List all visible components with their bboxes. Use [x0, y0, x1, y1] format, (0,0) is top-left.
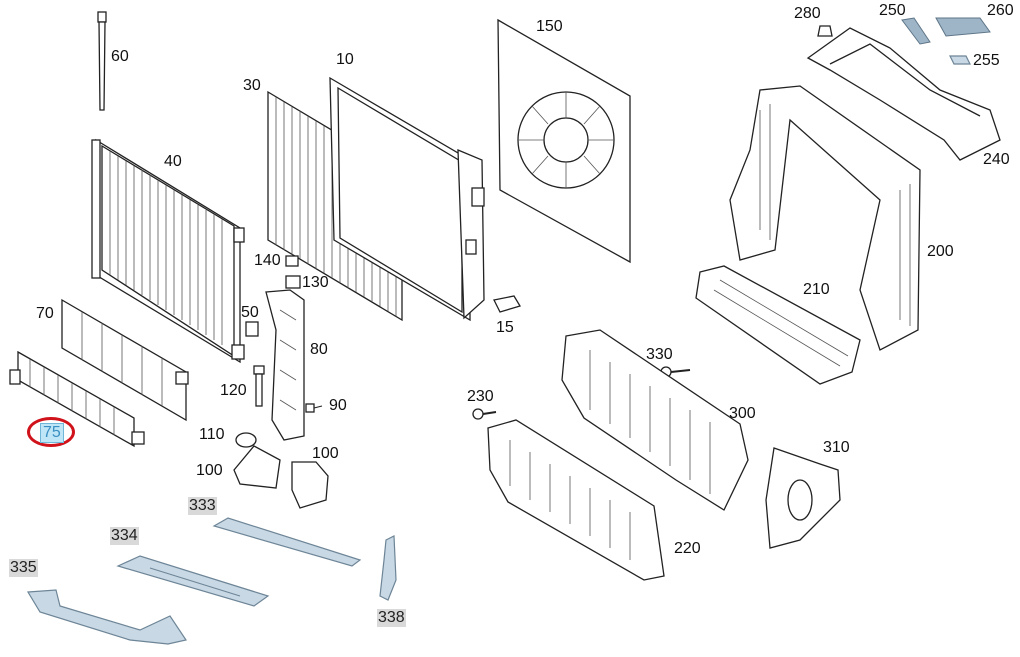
callout-80[interactable]: 80	[310, 341, 328, 358]
part-60-rod[interactable]	[97, 11, 107, 111]
part-250-bracket[interactable]	[901, 17, 931, 45]
callout-240[interactable]: 240	[983, 151, 1010, 168]
part-10-radiator-frame[interactable]	[329, 76, 485, 322]
callout-200[interactable]: 200	[927, 243, 954, 260]
callout-334[interactable]: 334	[110, 527, 139, 545]
part-300-air-shutter[interactable]	[561, 329, 749, 511]
callout-335[interactable]: 335	[9, 559, 38, 577]
callout-40[interactable]: 40	[164, 153, 182, 170]
callout-10[interactable]: 10	[336, 51, 354, 68]
callout-250[interactable]: 250	[879, 2, 906, 19]
part-150-fan-shroud[interactable]	[497, 18, 631, 264]
callout-100-left[interactable]: 100	[196, 462, 223, 479]
part-90-screw[interactable]	[305, 403, 323, 413]
part-210-air-deflector[interactable]	[695, 265, 861, 385]
callout-230[interactable]: 230	[467, 388, 494, 405]
callout-90[interactable]: 90	[329, 397, 347, 414]
callout-260[interactable]: 260	[987, 2, 1014, 19]
part-310-air-guide[interactable]	[765, 447, 841, 549]
part-130-cap[interactable]	[285, 275, 301, 289]
part-240-upper-carrier[interactable]	[806, 27, 1001, 161]
callout-60[interactable]: 60	[111, 48, 129, 65]
callout-210[interactable]: 210	[803, 281, 830, 298]
part-50-plug[interactable]	[245, 321, 259, 337]
callout-75-highlighted[interactable]: 75	[40, 423, 64, 443]
part-120-bolt[interactable]	[253, 365, 265, 407]
part-75-auxiliary-radiator[interactable]	[9, 350, 145, 448]
part-280-clip[interactable]	[817, 25, 833, 37]
callout-15[interactable]: 15	[496, 319, 514, 336]
callout-333[interactable]: 333	[188, 497, 217, 515]
part-230-bolt[interactable]	[472, 408, 497, 420]
callout-110[interactable]: 110	[199, 426, 225, 443]
callout-140[interactable]: 140	[254, 252, 281, 269]
callout-150[interactable]: 150	[536, 18, 563, 35]
part-140-cap[interactable]	[285, 255, 299, 267]
callout-280[interactable]: 280	[794, 5, 821, 22]
callout-50[interactable]: 50	[241, 304, 259, 321]
part-80-bracket[interactable]	[265, 289, 305, 441]
callout-220[interactable]: 220	[674, 540, 701, 557]
callout-120[interactable]: 120	[220, 382, 247, 399]
part-260-pad[interactable]	[935, 17, 991, 37]
callout-300[interactable]: 300	[729, 405, 756, 422]
part-40-radiator[interactable]	[91, 138, 245, 364]
part-335-lower-air-guide[interactable]	[26, 589, 187, 645]
part-334-air-guide-frame[interactable]	[116, 555, 270, 607]
part-255-pad[interactable]	[949, 55, 971, 65]
callout-338[interactable]: 338	[377, 609, 406, 627]
callout-310[interactable]: 310	[823, 439, 850, 456]
callout-330[interactable]: 330	[646, 346, 673, 363]
callout-30[interactable]: 30	[243, 77, 261, 94]
part-15-sensor[interactable]	[493, 295, 521, 313]
part-100-bracket-left[interactable]	[233, 445, 281, 489]
part-220-grille-frame[interactable]	[487, 419, 665, 581]
callout-100-right[interactable]: 100	[312, 445, 339, 462]
part-100-bracket-right[interactable]	[291, 461, 329, 509]
part-200-air-duct[interactable]	[729, 85, 921, 351]
callout-255[interactable]: 255	[973, 52, 1000, 69]
part-338-bracket[interactable]	[379, 535, 397, 601]
callout-130[interactable]: 130	[302, 274, 329, 291]
part-70-low-temp-cooler[interactable]	[61, 298, 189, 422]
highlight-ring	[27, 417, 75, 447]
callout-70[interactable]: 70	[36, 305, 54, 322]
part-110-cap[interactable]	[235, 432, 257, 448]
part-333-air-guide[interactable]	[212, 517, 362, 567]
